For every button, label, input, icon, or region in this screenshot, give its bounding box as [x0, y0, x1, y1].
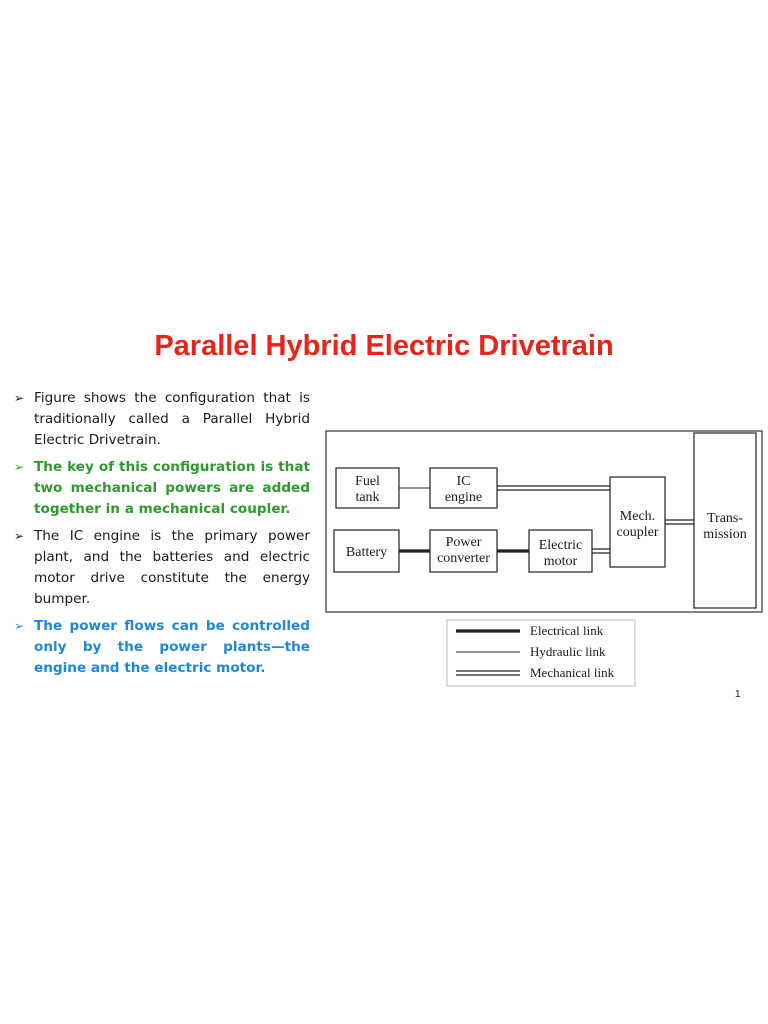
block-electric-motor: Electric motor	[528, 529, 593, 573]
arrow-bullet-icon: ➢	[14, 391, 25, 405]
svg-text:coupler: coupler	[617, 525, 659, 540]
bullet-text: The IC engine is the primary power plant…	[34, 528, 310, 607]
bullet-item: ➢ The IC engine is the primary power pla…	[14, 526, 310, 610]
svg-text:Power: Power	[446, 535, 482, 550]
bullet-text: Figure shows the configuration that is t…	[34, 390, 310, 448]
svg-text:tank: tank	[355, 490, 379, 505]
svg-text:Battery: Battery	[346, 545, 387, 560]
slide-title: Parallel Hybrid Electric Drivetrain	[154, 330, 614, 362]
page-number: 1	[735, 689, 741, 700]
legend-electrical-label: Electrical link	[530, 623, 604, 638]
svg-text:mission: mission	[703, 527, 747, 542]
svg-text:engine: engine	[445, 490, 482, 505]
bullet-text: The key of this configuration is that tw…	[34, 459, 310, 517]
bullet-item: ➢ The key of this configuration is that …	[14, 457, 310, 520]
svg-text:Trans-: Trans-	[707, 511, 743, 526]
svg-text:Mech.: Mech.	[620, 509, 655, 524]
diagram-frame	[325, 430, 763, 613]
block-power-converter: Power converter	[429, 529, 498, 573]
bullet-item: ➢ The power flows can be controlled only…	[14, 616, 310, 679]
mechanical-link-engine-coupler	[497, 485, 610, 491]
svg-text:converter: converter	[437, 551, 490, 566]
arrow-bullet-icon: ➢	[14, 529, 25, 543]
block-battery: Battery	[333, 529, 400, 573]
mechanical-link-coupler-transmission	[665, 519, 694, 525]
block-ic-engine: IC engine	[429, 467, 498, 509]
block-mech-coupler: Mech. coupler	[609, 476, 666, 568]
bullet-list: ➢ Figure shows the configuration that is…	[14, 388, 310, 685]
block-transmission: Trans- mission	[693, 432, 757, 609]
bullet-item: ➢ Figure shows the configuration that is…	[14, 388, 310, 451]
arrow-bullet-icon: ➢	[14, 619, 25, 633]
legend: Electrical link Hydraulic link Mechanica…	[446, 619, 636, 687]
svg-text:Fuel: Fuel	[355, 474, 380, 489]
svg-text:Electric: Electric	[539, 538, 583, 553]
block-fuel-tank: Fuel tank	[335, 467, 400, 509]
legend-mechanical-label: Mechanical link	[530, 665, 615, 680]
arrow-bullet-icon: ➢	[14, 460, 25, 474]
bullet-text: The power flows can be controlled only b…	[34, 618, 310, 676]
svg-text:IC: IC	[457, 474, 471, 489]
mechanical-link-motor-coupler	[592, 548, 610, 554]
svg-text:motor: motor	[544, 554, 578, 569]
legend-hydraulic-label: Hydraulic link	[530, 644, 606, 659]
